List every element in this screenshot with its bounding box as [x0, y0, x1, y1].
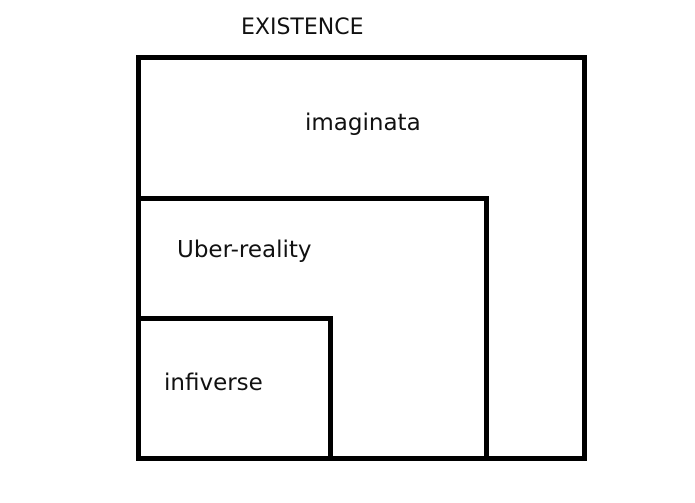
infiverse-label: infiverse: [164, 370, 263, 396]
existence-title: EXISTENCE: [241, 15, 364, 40]
infiverse-box: [136, 316, 333, 461]
imaginata-label: imaginata: [305, 110, 421, 136]
uber-reality-label: Uber-reality: [177, 237, 312, 263]
